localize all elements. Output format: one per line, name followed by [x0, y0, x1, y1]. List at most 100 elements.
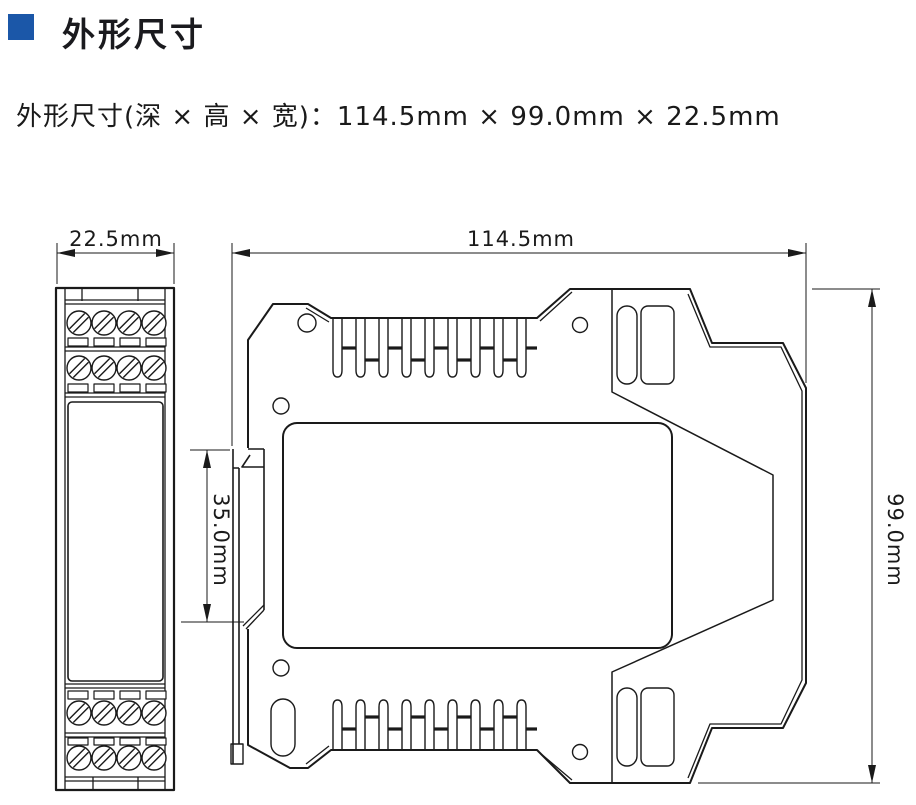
wire-opening — [93, 690, 115, 700]
cover-inner-lines — [305, 291, 803, 781]
hole — [272, 397, 290, 415]
front-view: 22.5mm — [54, 227, 176, 792]
hole — [297, 313, 317, 333]
dim-depth: 114.5mm — [231, 227, 807, 446]
section-header: 外形尺寸 — [0, 0, 916, 60]
vent-finger — [516, 318, 527, 378]
slot-pill — [616, 687, 638, 767]
terminal-screw — [141, 355, 167, 381]
terminal-screw — [116, 700, 142, 726]
wire-opening — [67, 337, 89, 347]
side-view: 114.5mm 99.0mm 35.0mm — [181, 227, 907, 784]
terminal-screw — [66, 355, 92, 381]
din-rail-groove — [241, 448, 265, 630]
din-claw — [241, 454, 264, 468]
terminal-screw — [141, 745, 167, 771]
vent-finger — [493, 318, 504, 378]
wire-opening — [67, 737, 89, 746]
slot-openings — [270, 305, 675, 767]
din-rail-dim-label: 35.0mm — [209, 493, 233, 587]
wire-opening — [67, 690, 89, 700]
terminal-screw — [141, 310, 167, 336]
hole — [571, 316, 589, 334]
arrow-left-icon — [232, 249, 250, 257]
terminal-cavity-lines — [611, 289, 774, 783]
slot-pill — [616, 305, 638, 385]
wire-opening — [145, 383, 167, 393]
vent-finger — [493, 699, 504, 750]
terminal-screw — [66, 700, 92, 726]
hole — [272, 659, 290, 677]
vent-finger — [424, 318, 435, 378]
latch-spring — [242, 604, 265, 630]
arrow-down-icon — [203, 604, 211, 622]
terminal-screw — [66, 745, 92, 771]
side-view-outline — [247, 288, 807, 784]
terminal-block-lines — [65, 299, 165, 782]
wire-opening — [93, 737, 115, 746]
wire-opening — [119, 737, 141, 746]
vent-finger — [470, 318, 481, 378]
slot-rect — [640, 687, 675, 767]
vent-finger — [424, 699, 435, 750]
vent-comb-top — [332, 318, 537, 378]
section-marker-square — [8, 14, 34, 40]
arrow-right-icon — [788, 249, 806, 257]
hole — [571, 743, 589, 761]
wire-opening — [145, 690, 167, 700]
vent-finger — [332, 699, 343, 750]
wire-opening — [67, 383, 89, 393]
vent-finger — [401, 318, 412, 378]
vent-finger — [332, 318, 343, 378]
dimension-note: 外形尺寸(深 × 高 × 宽)：114.5mm × 99.0mm × 22.5m… — [16, 102, 781, 132]
terminal-screws — [66, 310, 167, 771]
vent-finger — [447, 318, 458, 378]
vent-finger — [470, 699, 481, 750]
terminal-screw — [116, 310, 142, 336]
vent-finger — [355, 318, 366, 378]
terminal-screw — [116, 745, 142, 771]
wire-opening — [119, 690, 141, 700]
height-dim-label: 99.0mm — [883, 493, 907, 587]
terminal-screw — [91, 355, 117, 381]
arrow-left-icon — [57, 249, 75, 257]
vent-comb-bottom — [332, 699, 537, 750]
dim-din-rail: 35.0mm — [181, 449, 244, 623]
terminal-screw — [91, 310, 117, 336]
terminal-screw — [116, 355, 142, 381]
arrow-right-icon — [156, 249, 174, 257]
terminal-screw — [141, 700, 167, 726]
vent-finger — [447, 699, 458, 750]
wire-opening — [93, 383, 115, 393]
terminal-screw — [91, 745, 117, 771]
section-title: 外形尺寸 — [62, 15, 206, 54]
vent-finger — [516, 699, 527, 750]
center-recess — [282, 422, 673, 649]
vent-finger — [355, 699, 366, 750]
dim-width: 22.5mm — [56, 227, 175, 284]
vent-finger — [401, 699, 412, 750]
width-dim-label: 22.5mm — [69, 227, 163, 251]
mounting-holes — [272, 313, 589, 761]
latch-foot — [230, 743, 244, 765]
wire-opening — [145, 337, 167, 347]
arrow-down-icon — [868, 765, 876, 783]
vent-finger — [378, 318, 389, 378]
terminal-openings — [67, 337, 167, 746]
wire-opening — [93, 337, 115, 347]
vent-finger — [378, 699, 389, 750]
top-edge-tabs — [81, 288, 139, 301]
front-panel — [67, 401, 164, 682]
arrow-up-icon — [868, 289, 876, 307]
terminal-screw — [66, 310, 92, 336]
wire-opening — [119, 383, 141, 393]
wire-opening — [119, 337, 141, 347]
din-rail-latch — [230, 449, 244, 765]
slot-pill — [270, 698, 296, 757]
terminal-screw — [91, 700, 117, 726]
bottom-edge-tabs — [92, 777, 139, 790]
wire-opening — [145, 737, 167, 746]
slot-rect — [640, 305, 675, 385]
